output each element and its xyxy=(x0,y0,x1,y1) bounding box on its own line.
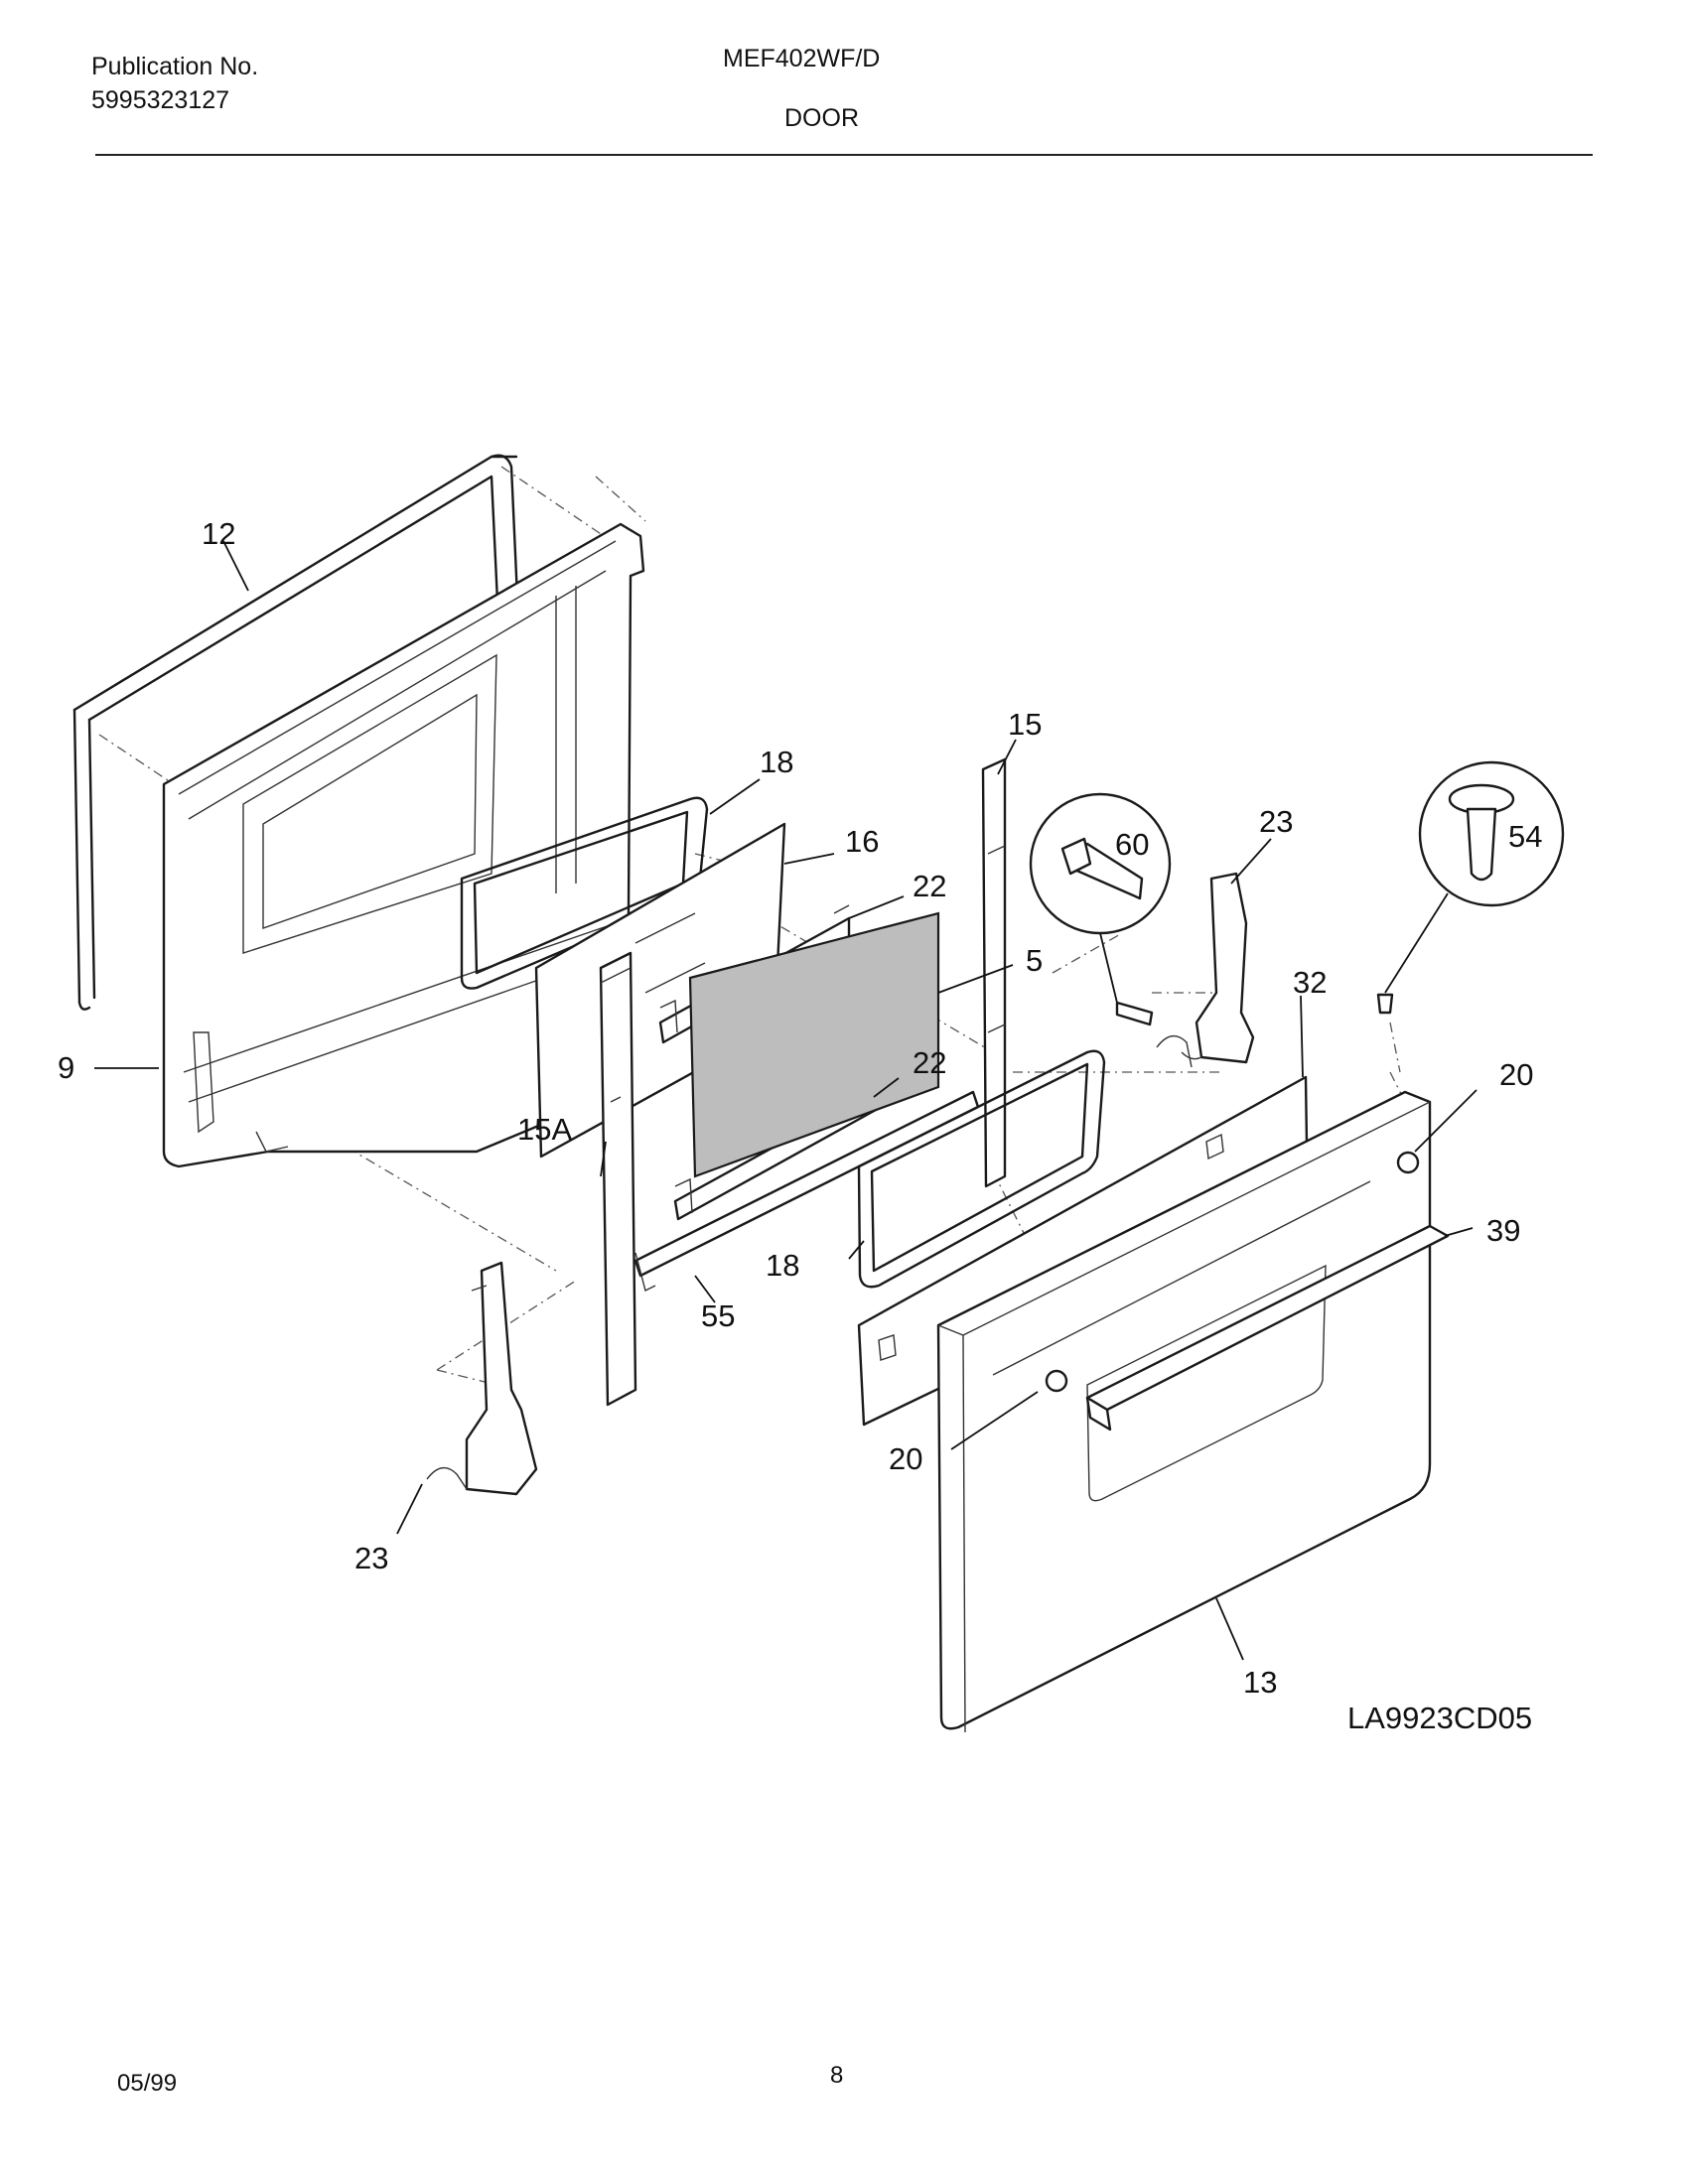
diagram-code: LA9923CD05 xyxy=(1347,1701,1532,1735)
callout-15: 15 xyxy=(1008,707,1042,742)
part-outer-door xyxy=(936,1090,1450,1733)
callout-22-bottom: 22 xyxy=(913,1045,946,1080)
header-rule xyxy=(95,154,1593,156)
publication-label: Publication No. xyxy=(91,53,259,80)
callout-39: 39 xyxy=(1486,1213,1520,1248)
callout-12: 12 xyxy=(202,516,235,551)
leader-lines xyxy=(94,540,1477,1661)
part-hinge-right xyxy=(1156,872,1255,1068)
part-screw-magnified xyxy=(1029,792,1172,1026)
callout-18-bottom: 18 xyxy=(766,1248,799,1283)
callout-55: 55 xyxy=(701,1298,735,1333)
callout-20-left: 20 xyxy=(889,1441,922,1476)
callout-23-left: 23 xyxy=(354,1541,388,1575)
part-screw-small-magnified xyxy=(1376,760,1565,1015)
callout-32: 32 xyxy=(1293,965,1327,1000)
callout-16: 16 xyxy=(845,824,879,859)
callout-9: 9 xyxy=(58,1050,74,1085)
footer-date: 05/99 xyxy=(117,2070,178,2097)
callout-60: 60 xyxy=(1115,827,1149,862)
part-insulation xyxy=(688,911,940,1178)
callout-23-right: 23 xyxy=(1259,804,1293,839)
callout-20-right: 20 xyxy=(1499,1057,1533,1092)
callout-labels: 12 9 18 16 15 15A 22 22 5 60 23 54 32 20… xyxy=(58,516,1542,1700)
part-inner-door xyxy=(162,522,645,1168)
callout-15a: 15A xyxy=(517,1112,572,1147)
callout-13: 13 xyxy=(1243,1665,1277,1700)
part-channel-left xyxy=(599,951,637,1407)
callout-54: 54 xyxy=(1508,819,1542,854)
model-number: MEF402WF/D xyxy=(723,45,881,72)
publication-number: 5995323127 xyxy=(91,86,230,114)
part-window-gasket-lower xyxy=(857,1049,1106,1289)
callout-22-top: 22 xyxy=(913,869,946,903)
section-title: DOOR xyxy=(784,104,859,132)
part-hinge-left xyxy=(426,1261,538,1496)
callout-18-top: 18 xyxy=(760,745,793,779)
page-number: 8 xyxy=(830,2062,844,2089)
callout-5: 5 xyxy=(1026,943,1043,978)
